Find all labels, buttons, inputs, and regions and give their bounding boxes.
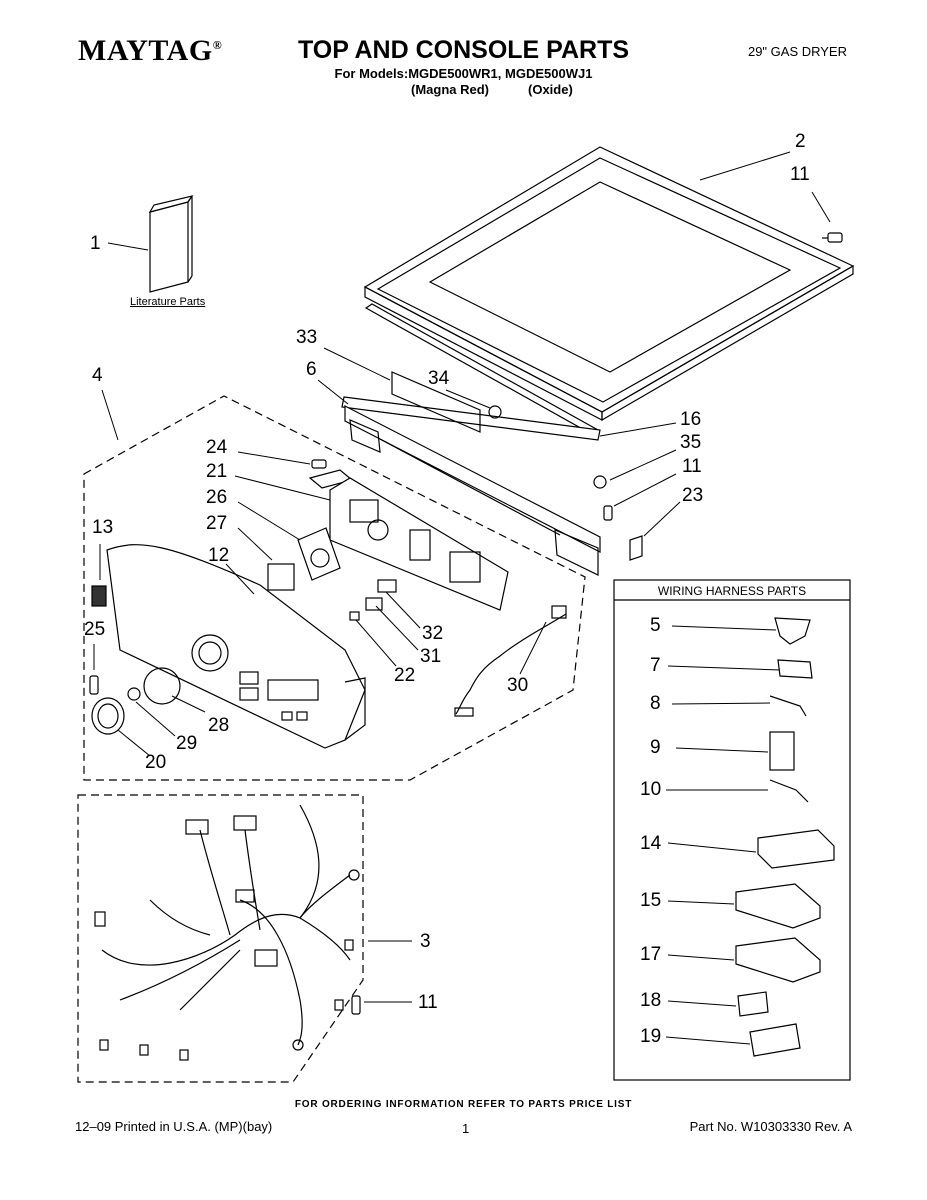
part-19-connector [749, 1023, 801, 1057]
callout-5: 5 [650, 615, 661, 636]
wiring-harness-title: WIRING HARNESS PARTS [657, 584, 807, 598]
callout-32: 32 [422, 623, 444, 644]
callout-13: 13 [92, 517, 114, 538]
callout-11-bottom: 11 [418, 992, 438, 1013]
brand-logo: MAYTAG® [78, 34, 222, 68]
knob-clip-29 [127, 687, 141, 701]
page-number: 1 [462, 1121, 470, 1136]
screw-25 [89, 675, 99, 695]
part-number: Part No. W10303330 Rev. A [689, 1119, 852, 1134]
callout-35: 35 [680, 432, 702, 453]
part-10-terminal [769, 779, 809, 803]
callout-8: 8 [650, 693, 661, 714]
callout-14: 14 [640, 833, 662, 854]
callout-11-top: 11 [790, 164, 810, 185]
clip-23 [629, 535, 643, 561]
pad-33 [391, 371, 481, 433]
part-7-connector [777, 659, 813, 679]
part-18-connector [737, 991, 769, 1017]
main-harness-3 [94, 804, 360, 1061]
callout-20: 20 [145, 752, 167, 773]
screw-24 [311, 459, 327, 469]
screw-11-bottom [351, 995, 361, 1015]
button-22 [349, 611, 360, 621]
encoder-plate-26 [297, 527, 341, 581]
callout-24: 24 [206, 437, 228, 458]
dryer-top-panel [363, 146, 855, 437]
product-type: 29" GAS DRYER [747, 44, 847, 59]
control-board-21 [329, 477, 509, 611]
strip-16 [341, 396, 601, 441]
button-31 [365, 597, 383, 611]
callout-16: 16 [680, 409, 702, 430]
callout-25: 25 [84, 619, 106, 640]
callout-4: 4 [92, 365, 103, 386]
screw-11-mid [603, 505, 613, 521]
callout-6: 6 [306, 359, 317, 380]
button-32 [377, 579, 397, 593]
page-title: TOP AND CONSOLE PARTS [297, 36, 630, 64]
color-oxide: (Oxide) [528, 82, 573, 97]
leader-lines [93, 151, 831, 1045]
models-line: For Models:MGDE500WR1, MGDE500WJ1 [334, 66, 593, 81]
callout-18: 18 [640, 990, 662, 1011]
callout-17: 17 [640, 944, 662, 965]
screw-11-top [822, 232, 843, 243]
knob-20 [91, 697, 125, 735]
callout-1: 1 [90, 233, 101, 254]
part-5-clip [774, 617, 811, 645]
literature-parts-label: Literature Parts [130, 296, 206, 308]
lamp-13 [91, 585, 107, 607]
callout-28: 28 [208, 715, 230, 736]
callout-7: 7 [650, 655, 661, 676]
callout-2: 2 [795, 131, 806, 152]
harness-plug-top [551, 605, 567, 619]
callout-31: 31 [420, 646, 442, 667]
print-info: 12–09 Printed in U.S.A. (MP)(bay) [75, 1119, 273, 1134]
callout-30: 30 [507, 675, 529, 696]
encoder-27 [267, 563, 295, 591]
harness-plug [454, 707, 474, 717]
callout-15: 15 [640, 890, 662, 911]
callout-9: 9 [650, 737, 661, 758]
console-bracket-6 [344, 405, 601, 576]
part-9-connector [769, 731, 795, 771]
callout-10: 10 [640, 779, 662, 800]
callout-3: 3 [420, 931, 431, 952]
screw-35 [593, 475, 607, 489]
part-8-terminal [769, 695, 807, 717]
callout-23: 23 [682, 485, 704, 506]
callout-34: 34 [428, 368, 450, 389]
callout-21: 21 [206, 461, 228, 482]
callout-27: 27 [206, 513, 228, 534]
part-15-housing [735, 883, 821, 929]
console-harness-30 [455, 613, 567, 715]
callout-29: 29 [176, 733, 198, 754]
literature-booklet [148, 195, 194, 293]
registered-mark: ® [212, 38, 223, 52]
callout-26: 26 [206, 487, 228, 508]
callout-22: 22 [394, 665, 416, 686]
callout-19: 19 [640, 1026, 662, 1047]
callout-12: 12 [208, 545, 230, 566]
screw-34 [488, 405, 502, 419]
knob-bezel-28 [143, 667, 181, 705]
console-panel [106, 544, 366, 749]
console-assembly-outline [83, 395, 586, 781]
color-magna-red: (Magna Red) [411, 82, 489, 97]
callout-33: 33 [296, 327, 318, 348]
part-17-housing [735, 937, 821, 983]
wiring-harness-box [613, 579, 851, 1081]
encoder-dial [310, 548, 330, 568]
ordering-info: FOR ORDERING INFORMATION REFER TO PARTS … [294, 1099, 633, 1110]
part-14-housing [757, 829, 835, 869]
main-harness-outline [77, 794, 364, 1083]
brand-name: MAYTAG [78, 34, 213, 67]
callout-11-mid: 11 [682, 456, 702, 477]
